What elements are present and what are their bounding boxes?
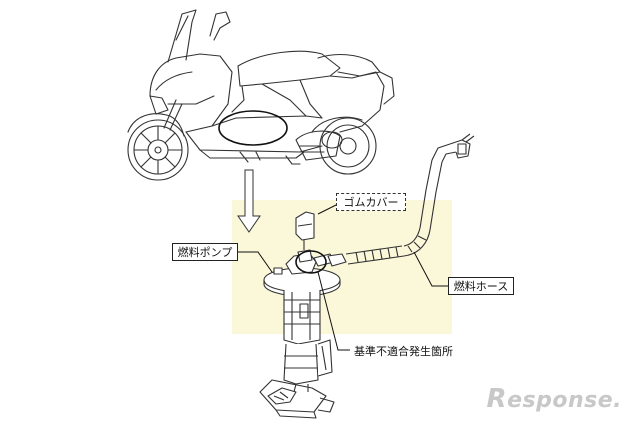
label-fuel-pump: 燃料ポンプ — [172, 243, 238, 261]
response-watermark: Response. — [487, 384, 622, 414]
down-arrow-icon — [237, 169, 261, 233]
label-nonconformity-text: 基準不適合発生箇所 — [354, 345, 453, 358]
watermark-text: esponse. — [507, 388, 622, 413]
label-fuel-hose: 燃料ホース — [448, 277, 514, 295]
label-fuel-pump-text: 燃料ポンプ — [177, 246, 233, 259]
highlight-region — [232, 200, 452, 334]
location-ellipse — [218, 110, 288, 146]
leader-lines — [238, 204, 448, 351]
label-fuel-hose-text: 燃料ホース — [453, 280, 509, 293]
nonconformity-ellipse — [295, 250, 327, 274]
label-nonconformity-location: 基準不適合発生箇所 — [354, 343, 453, 359]
label-rubber-cover-text: ゴムカバー — [343, 196, 399, 209]
label-rubber-cover: ゴムカバー — [336, 193, 406, 211]
fuel-hose — [327, 133, 475, 267]
scooter-illustration — [127, 9, 395, 181]
fuel-pump-assembly — [259, 211, 341, 419]
watermark-prefix: R — [486, 384, 508, 414]
